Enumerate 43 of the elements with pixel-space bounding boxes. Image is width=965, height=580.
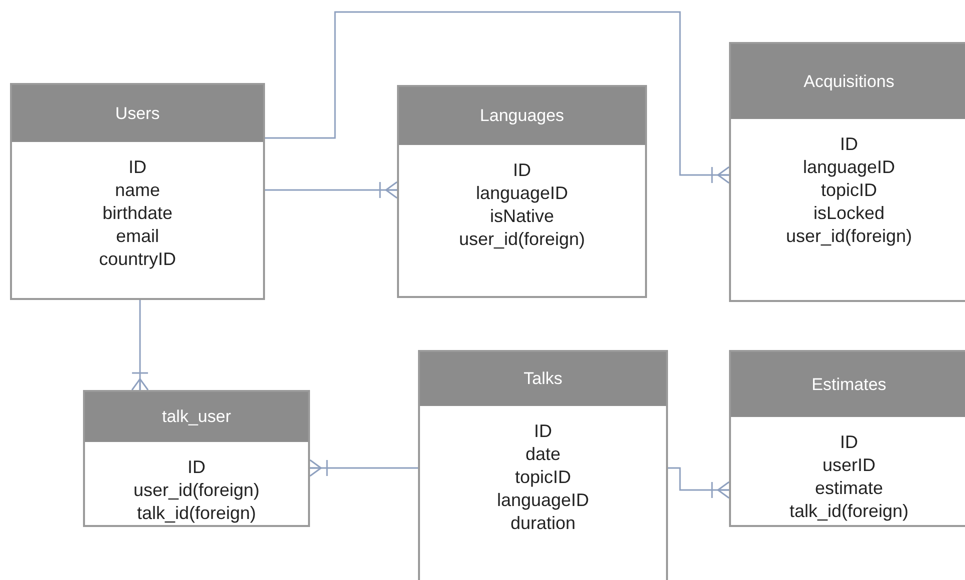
field-name: talk_id(foreign)	[789, 500, 909, 523]
table-name: Acquisitions	[804, 72, 894, 92]
field-name: date	[525, 443, 561, 466]
field-name: user_id(foreign)	[458, 228, 586, 251]
field-name: ID	[128, 156, 146, 179]
field-name: ID	[534, 420, 552, 443]
field-name: countryID	[98, 248, 176, 271]
field-name: user_id(foreign)	[786, 225, 912, 248]
table-box	[397, 85, 647, 298]
field-name: languageID	[802, 156, 896, 179]
field-name: talk_id(foreign)	[136, 502, 256, 525]
field-name: isLocked	[813, 202, 885, 225]
table-box	[418, 350, 668, 580]
table-name: talk_user	[162, 407, 231, 427]
field-name: languageID	[496, 489, 590, 512]
relationship-line	[265, 11, 730, 184]
field-name: topicID	[514, 466, 572, 489]
field-name: languageID	[476, 182, 568, 205]
field-name: name	[114, 179, 160, 202]
field-name: isNative	[490, 205, 554, 228]
field-name: ID	[188, 456, 206, 479]
table-box	[83, 390, 310, 527]
field-name: email	[116, 225, 159, 248]
table-box	[729, 42, 965, 302]
table-name: Estimates	[812, 374, 886, 394]
relationship-line	[131, 300, 149, 391]
table-name: Languages	[480, 106, 564, 126]
field-name: duration	[510, 512, 576, 535]
field-name: topicID	[820, 179, 878, 202]
field-name: birthdate	[102, 202, 173, 225]
field-name: ID	[840, 133, 858, 156]
table-box	[729, 350, 965, 527]
relationship-line	[265, 181, 398, 199]
relationship-line	[309, 459, 418, 477]
field-name: user_id(foreign)	[133, 479, 260, 502]
field-name: userID	[822, 454, 876, 477]
relationship-line	[668, 467, 730, 499]
field-name: estimate	[814, 477, 884, 500]
table-name: Talks	[524, 369, 562, 389]
field-name: ID	[513, 159, 531, 182]
table-box	[10, 83, 265, 300]
field-name: ID	[840, 431, 858, 454]
table-name: Users	[115, 104, 160, 124]
